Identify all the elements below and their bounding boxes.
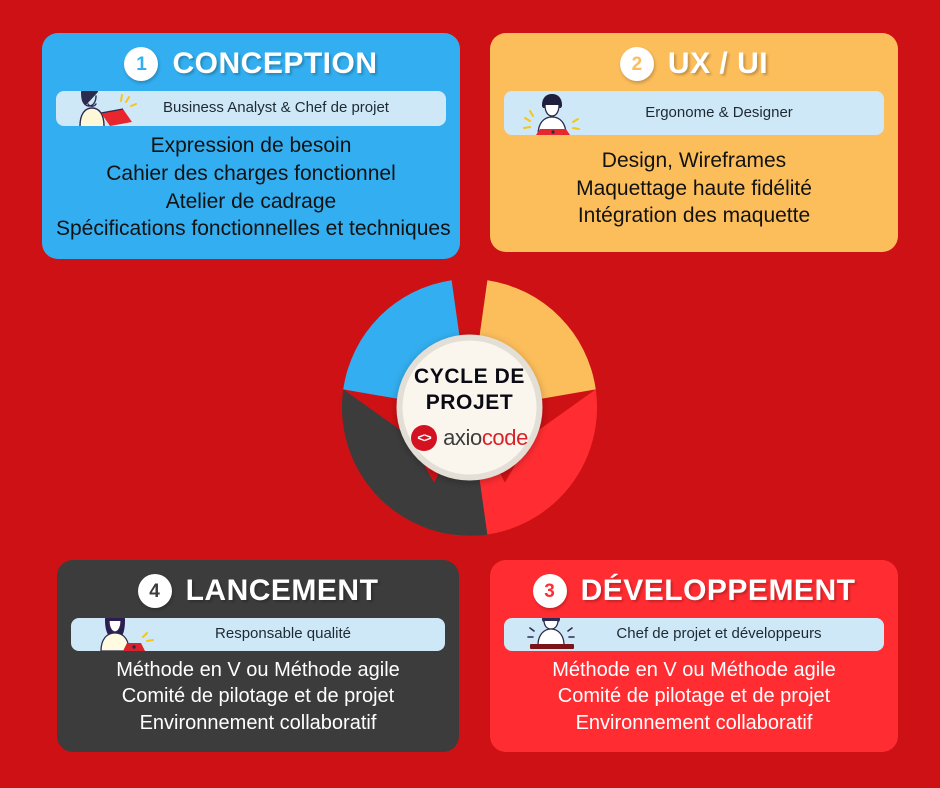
step-number-badge: 4 bbox=[137, 574, 172, 608]
card-title: LANCEMENT bbox=[185, 574, 379, 607]
step-number-badge: 1 bbox=[124, 47, 159, 81]
role-pill: Business Analyst & Chef de projet bbox=[56, 91, 446, 127]
card-header: 3 DÉVELOPPEMENT bbox=[504, 574, 884, 608]
card-title: DÉVELOPPEMENT bbox=[580, 574, 856, 607]
card-line: Expression de besoin bbox=[150, 134, 352, 158]
role-pill: Ergonome & Designer bbox=[504, 91, 884, 135]
card-line: Design, Wireframes bbox=[601, 148, 787, 172]
ring-segment-developpement bbox=[451, 389, 598, 536]
card-line: Spécifications fonctionnelles et techniq… bbox=[56, 217, 451, 241]
card-lines: Expression de besoin Cahier des charges … bbox=[56, 132, 451, 243]
hub-inner-disc bbox=[402, 340, 537, 475]
woman-with-laptop-icon bbox=[64, 91, 144, 127]
card-line: Atelier de cadrage bbox=[165, 189, 337, 213]
woman-quality-manager-icon bbox=[79, 618, 159, 651]
card-title: UX / UI bbox=[667, 47, 769, 80]
card-line: Méthode en V ou Méthode agile bbox=[552, 658, 836, 681]
card-header: 2 UX / UI bbox=[504, 47, 884, 81]
card-line: Comité de pilotage et de projet bbox=[557, 685, 831, 708]
step-number-badge: 2 bbox=[619, 47, 654, 81]
role-label: Chef de projet et développeurs bbox=[616, 625, 822, 643]
cycle-ring-diagram bbox=[341, 279, 598, 536]
developer-at-desk-icon bbox=[512, 618, 592, 651]
card-lancement: 4 LANCEMENT Responsable qualité Méthode bbox=[57, 560, 459, 752]
ring-segment-lancement bbox=[341, 389, 488, 536]
card-title: CONCEPTION bbox=[172, 47, 378, 80]
card-line: Environnement collaboratif bbox=[575, 711, 813, 734]
card-line: Comité de pilotage et de projet bbox=[121, 685, 395, 708]
card-line: Intégration des maquette bbox=[577, 204, 811, 228]
role-label: Ergonome & Designer bbox=[645, 103, 793, 121]
card-header: 4 LANCEMENT bbox=[71, 574, 445, 608]
card-lines: Méthode en V ou Méthode agile Comité de … bbox=[504, 657, 884, 736]
card-header: 1 CONCEPTION bbox=[56, 47, 446, 81]
man-with-laptop-icon bbox=[512, 91, 592, 135]
card-conception: 1 CONCEPTION Bu bbox=[42, 33, 460, 259]
card-line: Cahier des charges fonctionnel bbox=[106, 161, 396, 185]
card-developpement: 3 DÉVELOPPEMENT Chef de projet et dévelo… bbox=[490, 560, 898, 752]
role-pill: Responsable qualité bbox=[71, 618, 445, 651]
card-line: Méthode en V ou Méthode agile bbox=[116, 658, 400, 681]
card-lines: Méthode en V ou Méthode agile Comité de … bbox=[71, 657, 445, 736]
role-label: Business Analyst & Chef de projet bbox=[163, 99, 389, 117]
role-pill: Chef de projet et développeurs bbox=[504, 618, 884, 651]
card-lines: Design, Wireframes Maquettage haute fidé… bbox=[504, 141, 884, 236]
role-label: Responsable qualité bbox=[215, 625, 351, 643]
card-line: Maquettage haute fidélité bbox=[576, 176, 812, 200]
card-line: Environnement collaboratif bbox=[139, 711, 377, 734]
step-number-badge: 3 bbox=[532, 574, 567, 608]
card-ux-ui: 2 UX / UI Ergonome & Designer bbox=[490, 33, 898, 252]
